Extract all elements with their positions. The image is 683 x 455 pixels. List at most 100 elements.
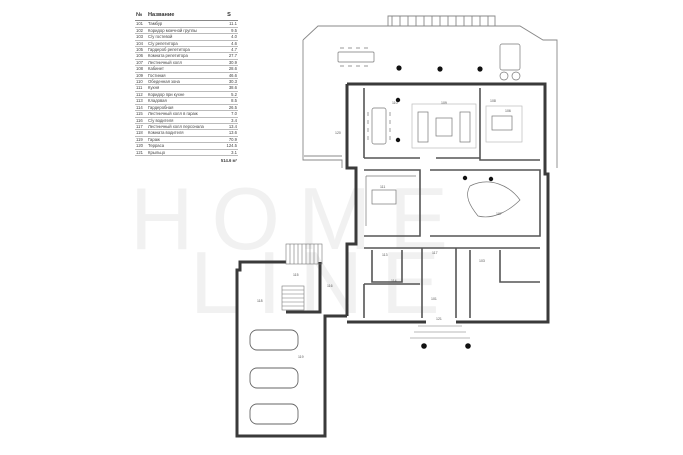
room-number: 110 [135, 78, 147, 86]
stair-hall-flourish [467, 181, 521, 218]
room-number: 112 [135, 91, 147, 99]
room-name: Крыльцо [147, 149, 220, 156]
room-number: 102 [135, 27, 147, 35]
room-total-row: 514.6 м² [135, 155, 238, 163]
room-name: Коридор моечной группы [147, 27, 220, 35]
room-label: 107 [496, 212, 502, 216]
room-label: 111 [380, 185, 385, 189]
room-schedule-header: № Название S [135, 12, 238, 22]
room-number: 116 [135, 117, 147, 124]
room-number: 117 [135, 123, 147, 131]
column-dot [437, 66, 443, 72]
column-dot [395, 97, 401, 103]
room-name: Лестничный холл [147, 59, 220, 67]
room-area: 13.6 [219, 129, 238, 137]
column-dot [396, 65, 402, 71]
room-name: Кухня [147, 84, 220, 92]
wall-kitchen [364, 169, 421, 237]
room-label: 108 [490, 99, 496, 103]
room-number: 118 [135, 129, 147, 137]
room-area: 5.2 [219, 91, 238, 99]
wall-center-1 [371, 250, 403, 283]
staircase-main [285, 243, 323, 265]
wall-west-upper [345, 84, 358, 316]
wall-study [479, 88, 540, 161]
desk [491, 115, 513, 131]
room-number: 114 [135, 104, 147, 112]
room-name: Комната репетитора [147, 52, 220, 60]
wall-garage-inner [286, 262, 322, 314]
room-label: 116 [327, 284, 333, 288]
room-name: С/у водителя [147, 117, 220, 124]
terrace-fence-top [387, 15, 496, 26]
room-area: 11.1 [219, 20, 238, 28]
rug [411, 103, 477, 149]
room-name: Гардероб репетитора [147, 46, 220, 54]
room-name: Кабинет [147, 65, 220, 73]
room-number: 113 [135, 97, 147, 105]
coffee-table [435, 117, 453, 137]
column-dot [462, 175, 468, 181]
room-number: 120 [135, 142, 147, 150]
room-number: 107 [135, 59, 147, 67]
watermark-line-1: HOME [130, 169, 466, 268]
staircase-main-steps [289, 244, 319, 264]
outdoor-chair-2 [511, 71, 521, 81]
room-number: 103 [135, 33, 147, 41]
room-number: 105 [135, 46, 147, 54]
room-label: 106 [505, 109, 511, 113]
room-area: 8.5 [219, 97, 238, 105]
room-name: Гостиная [147, 72, 220, 80]
room-name: С/у гостевой [147, 33, 220, 41]
car-1 [249, 329, 299, 351]
room-label: 118 [257, 299, 263, 303]
header-name: Название [147, 12, 220, 22]
total-spacer [135, 155, 147, 163]
column-dot [421, 343, 427, 349]
room-area: 4.0 [219, 33, 238, 41]
room-number: 106 [135, 52, 147, 60]
room-number: 115 [135, 110, 147, 118]
header-area: S [219, 12, 238, 22]
room-number: 109 [135, 72, 147, 80]
kitchen-island [371, 189, 397, 205]
room-area: 3.4 [219, 117, 238, 124]
room-label: 115 [293, 273, 299, 277]
room-name: Коридор при кухне [147, 91, 220, 99]
room-area: 3.1 [219, 149, 238, 156]
car-3 [249, 403, 299, 425]
column-dot [465, 343, 471, 349]
wall-hall [430, 169, 541, 237]
room-label: 114 [391, 279, 397, 283]
outdoor-lounge [499, 43, 521, 71]
room-number: 121 [135, 149, 147, 156]
room-label: 121 [436, 317, 442, 321]
room-area: 4.7 [219, 46, 238, 54]
room-area: 13.4 [219, 123, 238, 131]
dining-chairs [367, 112, 391, 140]
wall-north-upper [347, 82, 550, 258]
room-area: 124.5 [219, 142, 238, 150]
room-labels: 101 103 106 107 108 109 110 111 113 114 … [257, 99, 511, 359]
wall-east-rooms [469, 250, 540, 318]
car-2 [249, 367, 299, 389]
room-name: Гардеробная [147, 104, 220, 112]
column-dot [477, 66, 483, 72]
